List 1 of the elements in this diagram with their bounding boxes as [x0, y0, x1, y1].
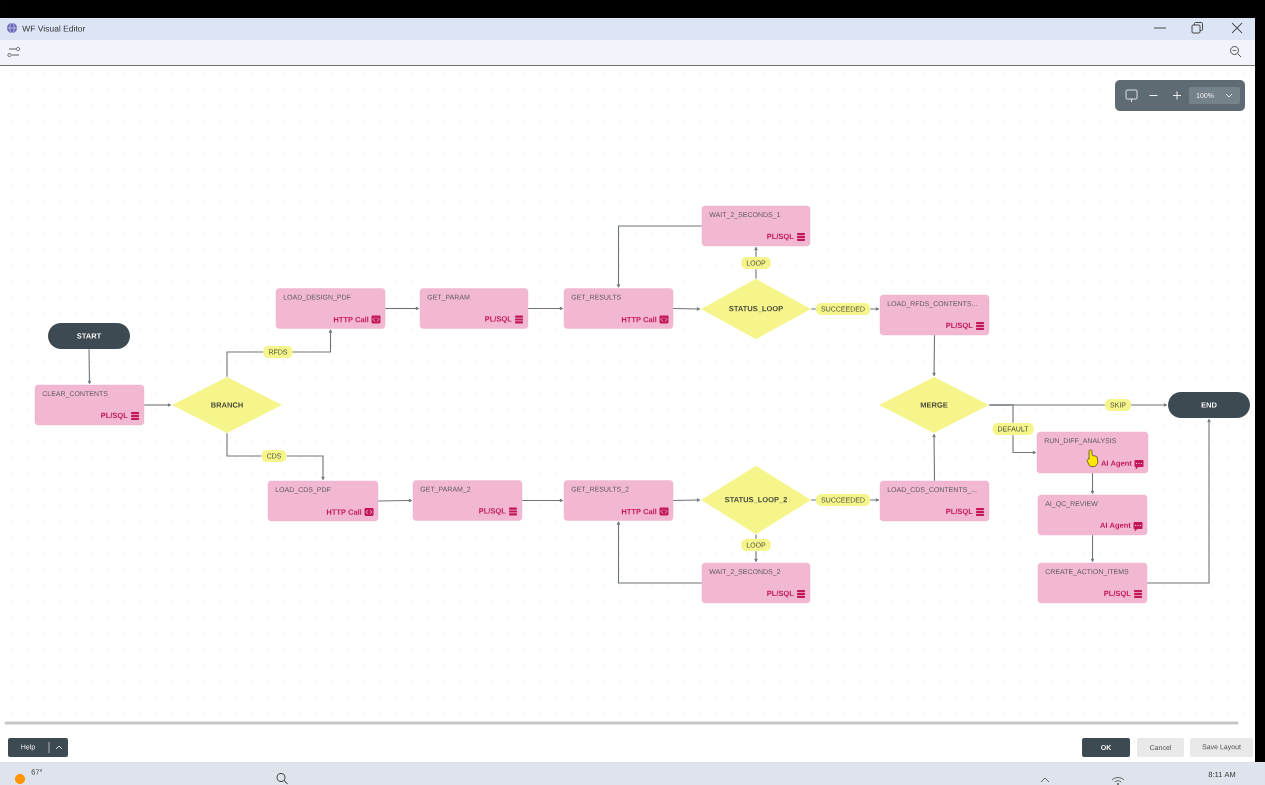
window-title: WF Visual Editor: [22, 25, 86, 32]
